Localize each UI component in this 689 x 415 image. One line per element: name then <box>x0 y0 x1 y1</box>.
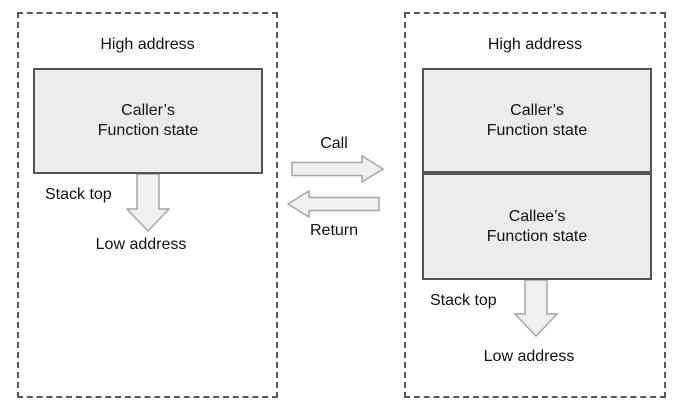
call-label: Call <box>320 135 348 152</box>
caller-box-line2: Function state <box>486 121 588 139</box>
caller-box-line1: Caller’s <box>121 102 175 119</box>
after-call-panel: High address Caller’s Function state Cal… <box>404 12 666 398</box>
stack-top-label: Stack top <box>45 186 112 203</box>
callee-function-state-box: Callee’s Function state <box>422 173 652 280</box>
return-left-arrow-icon <box>287 190 380 218</box>
call-right-arrow-icon <box>291 155 384 183</box>
callee-box-line2: Function state <box>486 227 588 245</box>
callee-box-line1: Callee’s <box>508 207 566 225</box>
low-address-label: Low address <box>95 236 187 253</box>
stack-top-down-arrow-icon <box>126 174 170 232</box>
high-address-label: High address <box>487 36 583 53</box>
low-address-label: Low address <box>483 348 575 365</box>
caller-box-line1: Caller’s <box>510 101 564 119</box>
return-label: Return <box>309 222 359 239</box>
high-address-label: High address <box>100 36 195 53</box>
caller-function-state-box: Caller’s Function state <box>422 68 652 173</box>
caller-function-state-box: Caller’s Function state <box>33 68 263 174</box>
caller-box-line2: Function state <box>97 122 199 139</box>
before-call-panel: High address Caller’s Function state Sta… <box>17 12 278 398</box>
stack-top-label: Stack top <box>430 292 497 309</box>
stack-top-down-arrow-icon <box>514 280 558 337</box>
